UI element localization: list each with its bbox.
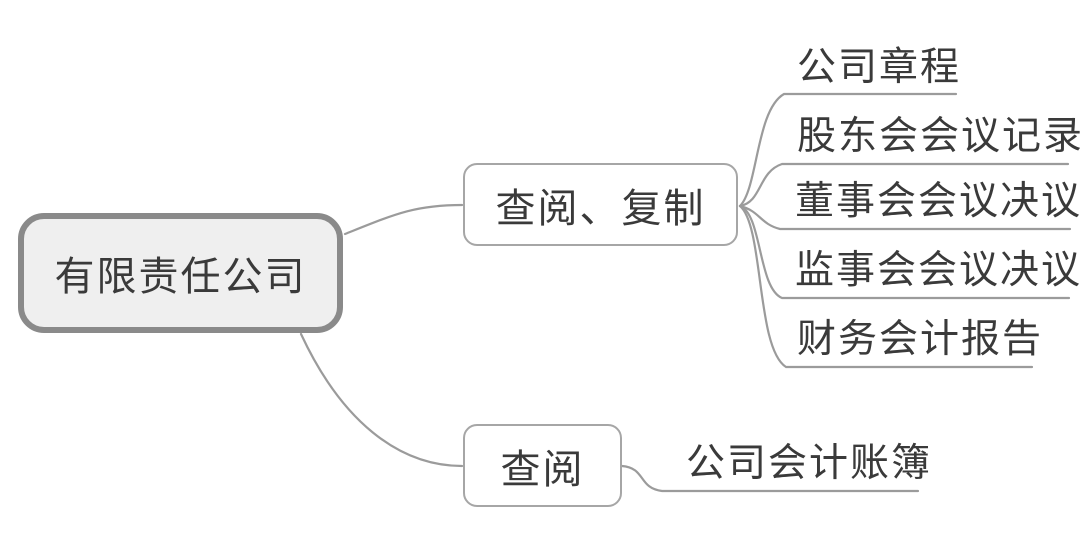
- branch-node-label: 查阅、复制: [495, 185, 706, 231]
- connector-root-to-branch2: [299, 332, 464, 468]
- connector-branch1-to-leaf1: [738, 92, 958, 208]
- connector-branch1-to-leaf5: [738, 204, 1034, 369]
- connector-root-to-branch1: [343, 203, 464, 236]
- leaf-node-financial-accounting-report[interactable]: 财务会计报告: [797, 318, 1044, 361]
- branch-node-label: 查阅: [500, 446, 585, 492]
- connector-branch1-to-leaf4: [738, 204, 1071, 300]
- leaf-node-board-meeting-resolutions[interactable]: 董事会会议决议: [795, 180, 1080, 223]
- connector-branch1-to-leaf2: [738, 162, 1070, 208]
- branch-node-inspect[interactable]: 查阅: [463, 424, 622, 507]
- branch-node-inspect-copy[interactable]: 查阅、复制: [463, 163, 738, 246]
- leaf-node-shareholder-meeting-minutes[interactable]: 股东会会议记录: [797, 115, 1080, 158]
- leaf-node-supervisory-board-resolutions[interactable]: 监事会会议决议: [795, 249, 1080, 292]
- leaf-node-articles-of-association[interactable]: 公司章程: [797, 46, 962, 89]
- root-node[interactable]: 有限责任公司: [18, 213, 343, 333]
- leaf-node-company-accounting-books[interactable]: 公司会计账簿: [686, 442, 933, 485]
- connector-branch1-to-leaf3: [738, 204, 1072, 231]
- connector-branch2-to-leaf6: [620, 464, 920, 493]
- root-node-label: 有限责任公司: [54, 254, 307, 299]
